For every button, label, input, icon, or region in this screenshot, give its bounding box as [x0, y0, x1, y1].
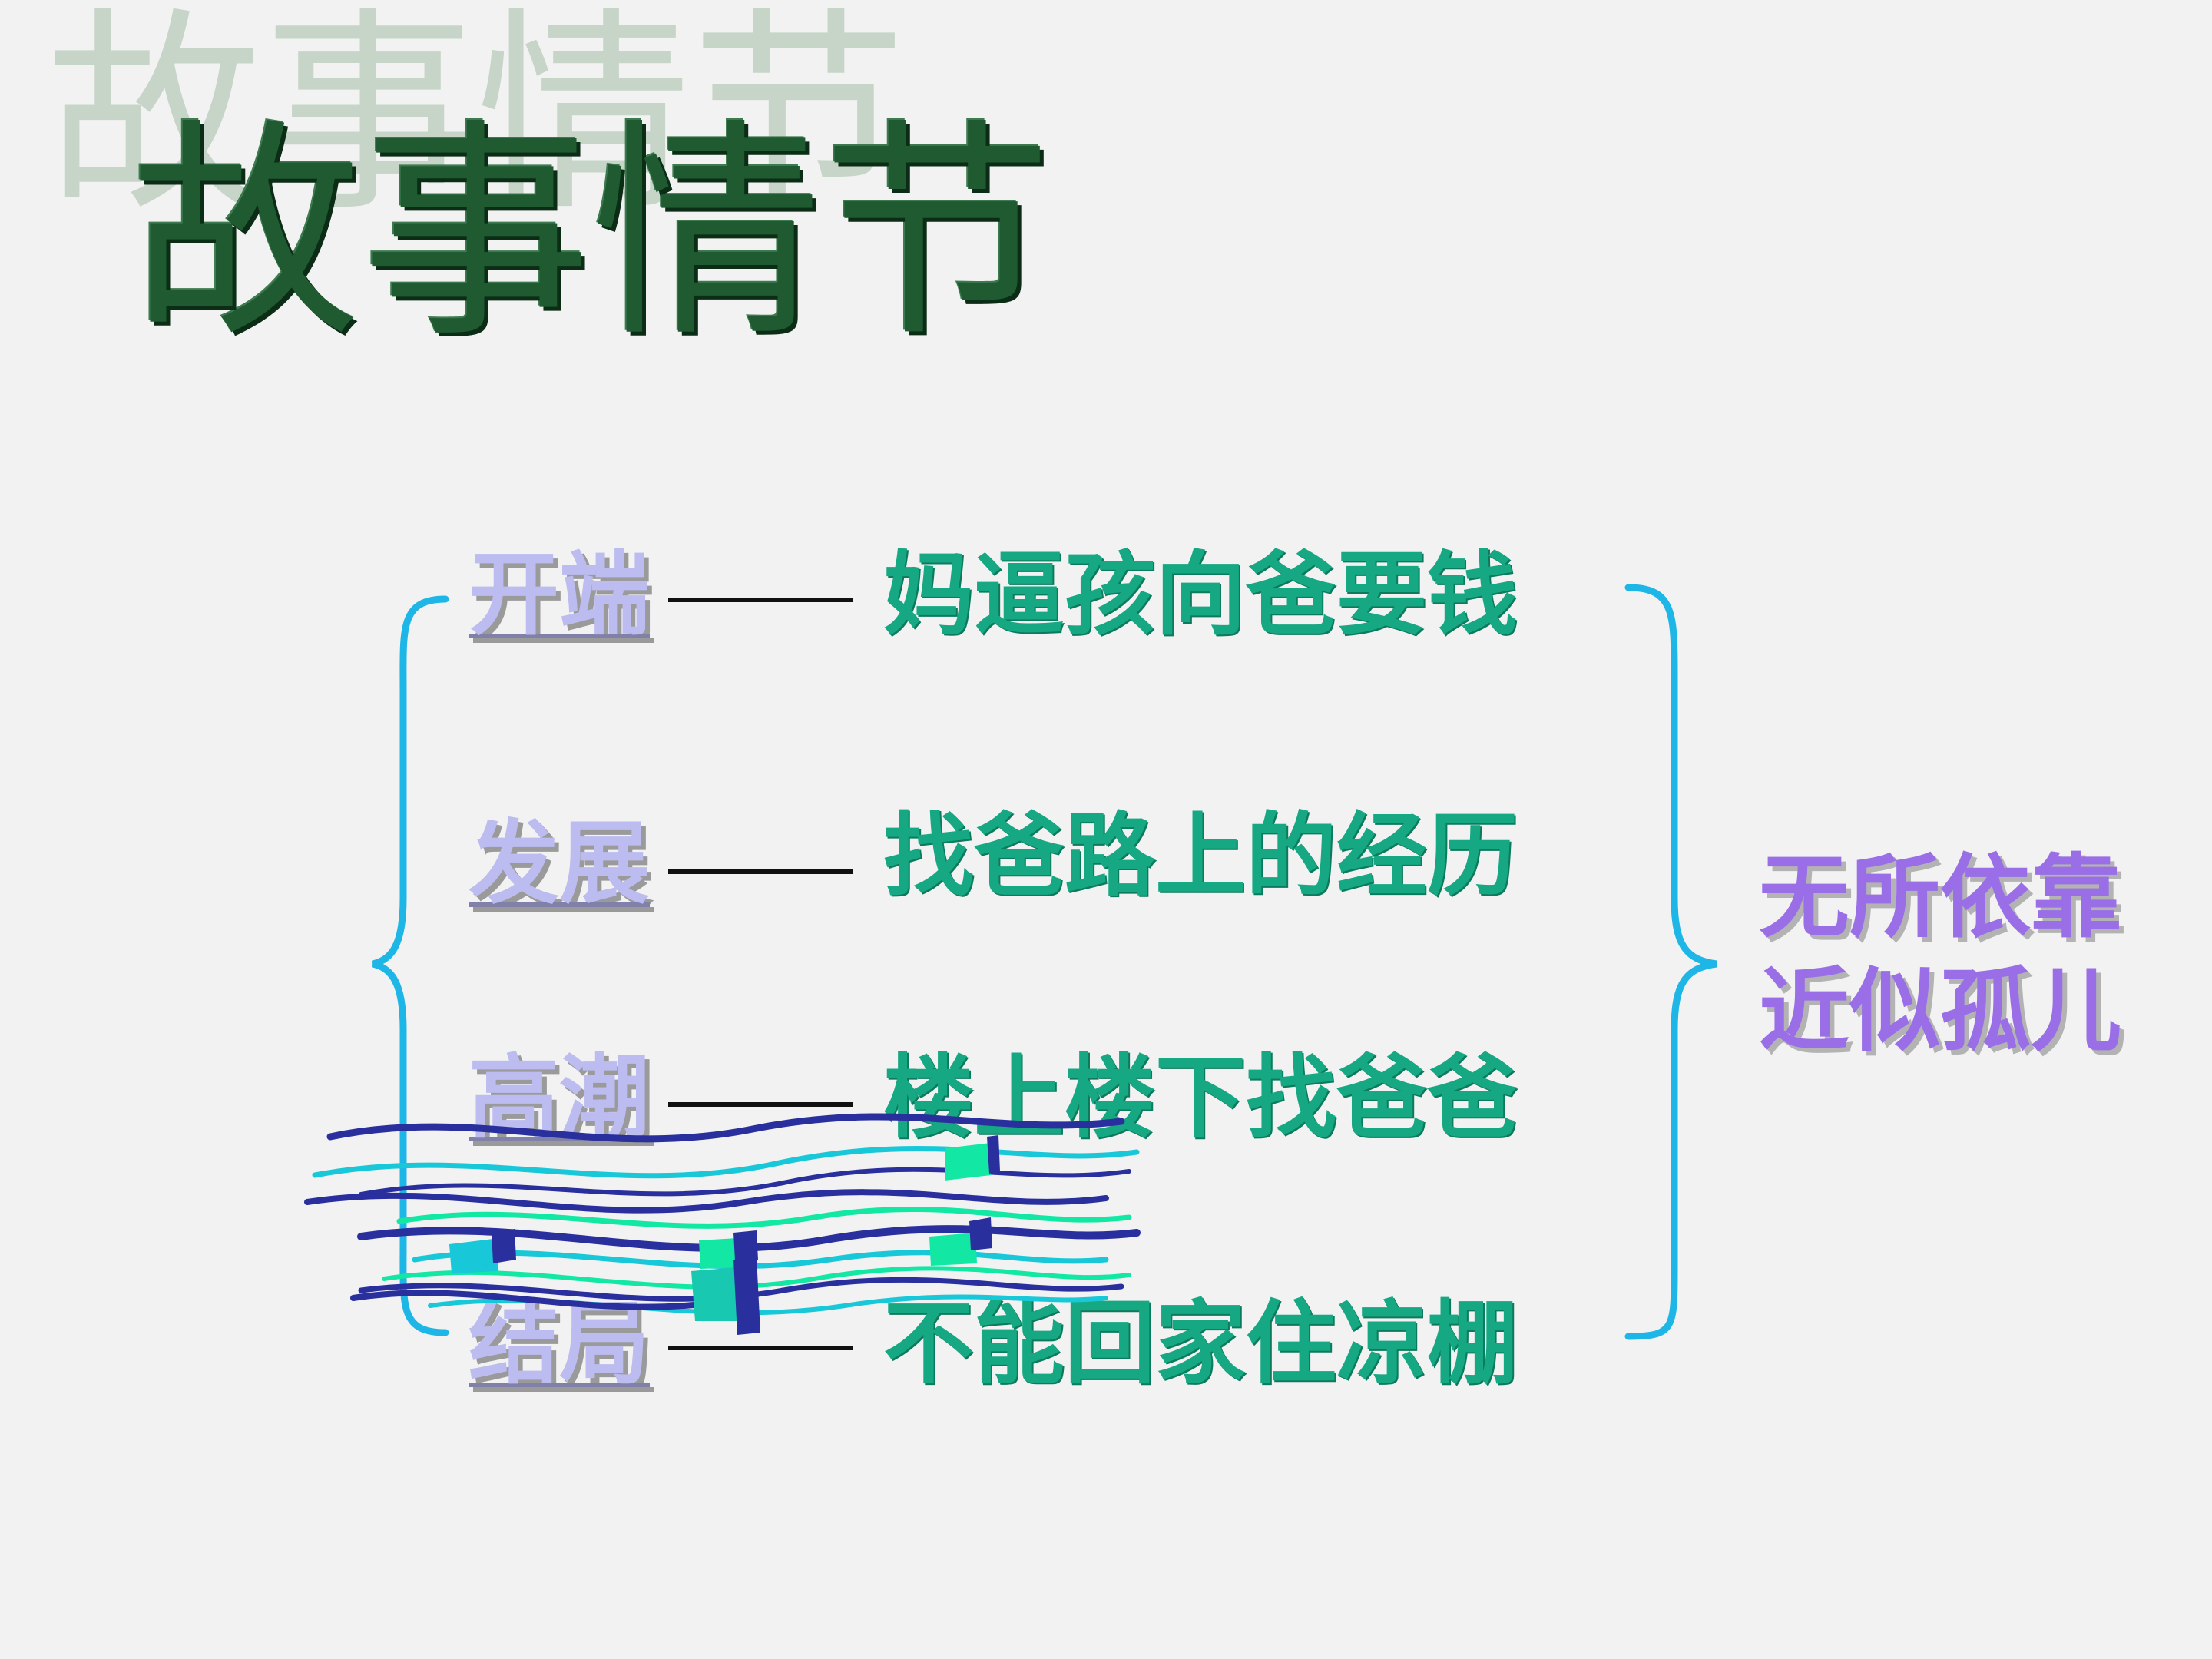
stage-label-ending[interactable]: 结局 [469, 1290, 651, 1396]
slide-title: 故事情节 [131, 100, 1052, 368]
event-text: 妈逼孩向爸要钱 [883, 541, 1518, 647]
summary-line-2: 近似孤儿 [1759, 957, 2122, 1064]
summary-text: 无所依靠 近似孤儿 [1759, 841, 2121, 1068]
stage-label-development[interactable]: 发展 [469, 810, 651, 916]
dash-line [668, 869, 853, 874]
stage-label-climax[interactable]: 高潮 [469, 1045, 651, 1151]
dash-line [668, 1346, 853, 1350]
stage-label-opening[interactable]: 开端 [469, 541, 651, 647]
dash-line [668, 1102, 853, 1107]
right-brace-icon [1624, 584, 1717, 1340]
title-shadow: 故事情节 [46, 0, 906, 240]
event-text: 楼上楼下找爸爸 [883, 1045, 1518, 1151]
event-text: 不能回家住凉棚 [883, 1290, 1518, 1396]
event-text: 找爸路上的经历 [883, 803, 1518, 909]
dash-line [668, 598, 853, 602]
summary-line-1: 无所依靠 [1759, 844, 2122, 950]
left-brace-icon [371, 595, 449, 1336]
